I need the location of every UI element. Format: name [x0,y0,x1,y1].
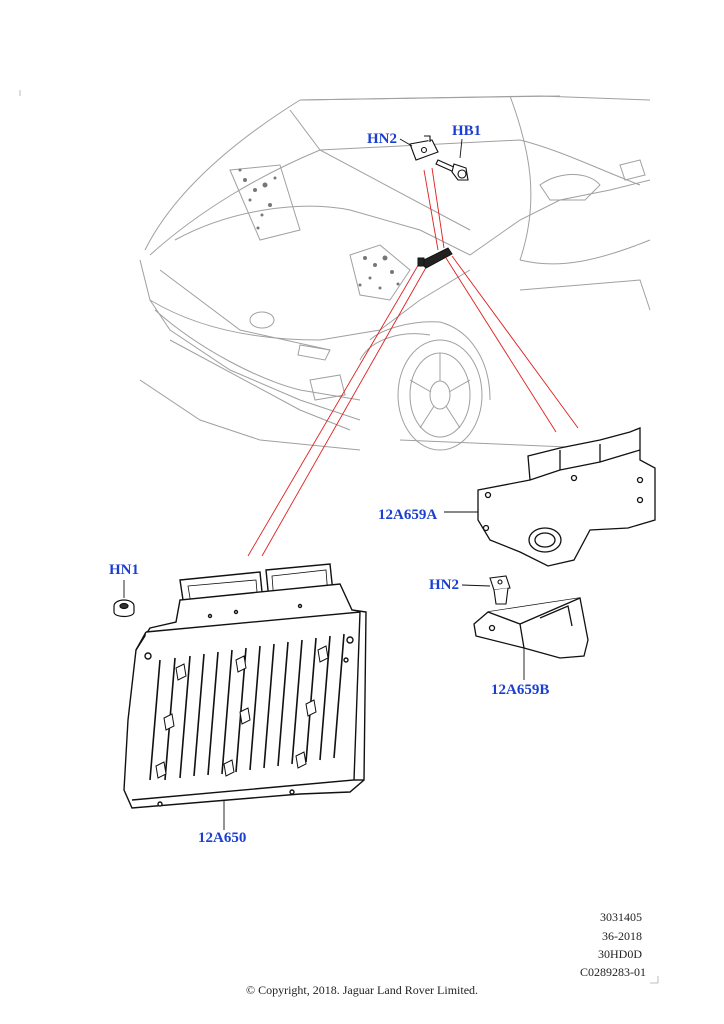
callout-12a659a: 12A659A [378,507,438,523]
ecu-cooling-fins [149,633,345,781]
callout-12a659b: 12A659B [491,682,550,698]
hb1-bolt-part [435,159,469,181]
callout-hn1: HN1 [109,562,139,578]
illustration-date: 36-2018 [602,929,642,943]
hn2-bottom-nut-part [489,575,511,605]
callout-leaders [123,138,525,830]
callout-hn2-top: HN2 [367,131,397,147]
engine-bay-detail [238,168,400,290]
callout-hn2-bottom: HN2 [429,577,459,593]
model-code: 30HD0D [598,947,642,961]
callout-12a650: 12A650 [198,830,247,846]
vehicle-outline [139,95,651,451]
ecu-fin-bosses [155,645,329,779]
copyright-notice: © Copyright, 2018. Jaguar Land Rover Lim… [245,983,479,997]
hn1-grommet-part [113,599,135,618]
red-leader-lines [247,167,579,557]
hn2-top-nut-part [409,135,439,161]
bracket-12a659b-part [473,597,589,659]
crop-mark-bottom [650,976,659,984]
drawing-number: C0289283-01 [580,965,646,979]
illustration-id: 3031405 [600,910,642,924]
bracket-12a659a-part [477,427,656,567]
mount-location-marker [417,247,453,269]
callout-hb1: HB1 [452,123,482,139]
